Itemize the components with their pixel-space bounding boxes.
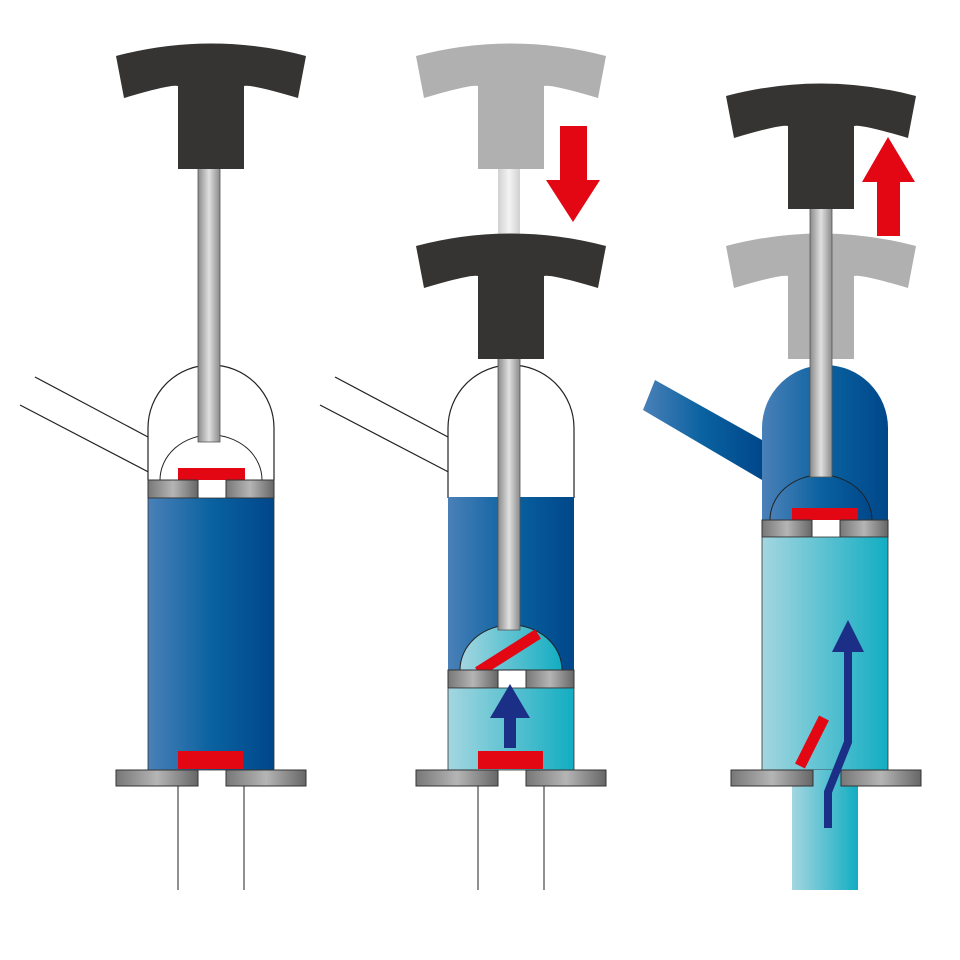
outlet-valve bbox=[178, 468, 245, 480]
piston-rod bbox=[809, 199, 833, 478]
cylinder-liquid bbox=[147, 497, 275, 771]
flow-arrow-icon bbox=[824, 650, 852, 828]
piston-plate bbox=[447, 669, 499, 689]
piston-valve-open bbox=[475, 629, 541, 677]
flow-arrow-icon bbox=[490, 684, 530, 748]
piston-plate bbox=[839, 519, 889, 538]
t-handle[interactable] bbox=[416, 233, 606, 360]
flow-arrow-head-icon bbox=[832, 620, 864, 652]
piston-plate bbox=[525, 669, 575, 689]
panel-rest bbox=[19, 43, 307, 890]
inlet-valve bbox=[178, 751, 243, 769]
cylinder-liquid bbox=[761, 536, 889, 771]
down-arrow-icon bbox=[546, 126, 600, 222]
outlet-pipe bbox=[19, 376, 161, 479]
piston-plate bbox=[147, 479, 199, 499]
piston-rod bbox=[197, 159, 221, 443]
base-plates bbox=[415, 769, 607, 787]
panel-push-down bbox=[319, 43, 607, 890]
up-arrow-icon bbox=[862, 137, 915, 236]
inlet-pipe bbox=[177, 786, 245, 890]
outlet-valve bbox=[792, 508, 858, 520]
ghost-rod bbox=[498, 160, 520, 250]
piston-plate bbox=[761, 519, 813, 538]
base-plates bbox=[115, 769, 307, 787]
inlet-pipe bbox=[477, 786, 545, 890]
inlet-pipe-filled bbox=[792, 770, 858, 890]
outlet-pipe bbox=[319, 376, 461, 479]
panel-pull-up bbox=[643, 83, 922, 890]
inlet-valve-open bbox=[795, 715, 829, 769]
t-handle[interactable] bbox=[116, 43, 306, 170]
piston-plate bbox=[225, 479, 275, 499]
inlet-valve bbox=[478, 751, 543, 769]
outlet-pipe-filled bbox=[643, 380, 762, 480]
piston-rod bbox=[497, 357, 521, 631]
